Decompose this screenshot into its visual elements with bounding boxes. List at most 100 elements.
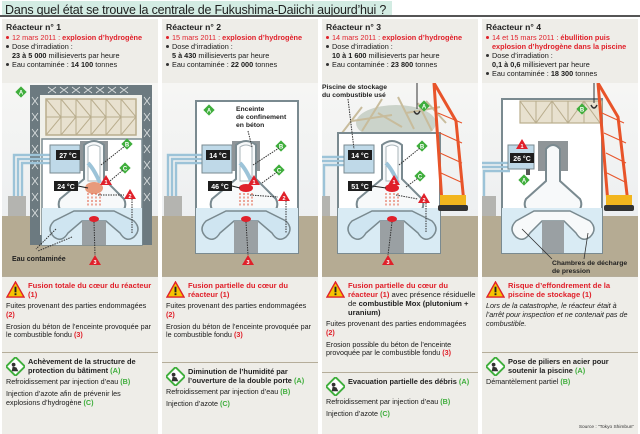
containment-vessel <box>523 144 583 214</box>
leak-lines <box>239 193 253 207</box>
reactor-title: Réacteur n° 3 <box>326 22 382 32</box>
action-headline: Pose de piliers en acier pour soutenir l… <box>486 357 636 376</box>
pedestal <box>380 221 404 253</box>
event-text: explosion d’hydrogène <box>382 33 463 42</box>
svg-text:en béton: en béton <box>236 122 264 129</box>
event-date: 15 mars 2011 : <box>172 33 221 42</box>
divider <box>322 276 478 277</box>
svg-text:B: B <box>420 145 425 151</box>
pedestal <box>542 221 564 253</box>
dose-line: Dose d’irradiation :23 à 5 000 millisiev… <box>6 42 156 60</box>
crane <box>413 83 468 211</box>
structure-lattice <box>31 86 151 218</box>
marker-1: 1 <box>100 175 112 186</box>
svg-text:2: 2 <box>128 194 131 200</box>
warning-icon <box>6 281 25 298</box>
water-line: Eau contaminée : 14 100 tonnes <box>6 60 156 69</box>
actions-section: Evacuation partielle des débris (A) Refr… <box>326 377 476 419</box>
pool-temp: 26 °C <box>513 155 531 163</box>
worker-icon <box>6 357 25 376</box>
reactor-4-diagram: 26 °C 1 A B Chambres de décharge de pres… <box>482 83 638 276</box>
dose-line: Dose d’irradiation :0,1 à 0,6 millisieve… <box>486 51 636 69</box>
event-text: explosion d’hydrogène <box>222 33 303 42</box>
leak-lines <box>87 193 101 207</box>
svg-text:B: B <box>279 145 284 151</box>
svg-text:C: C <box>418 175 423 181</box>
suppression-chamber <box>347 210 437 240</box>
marker-1: 1 <box>516 139 528 150</box>
leak-lines <box>385 193 399 207</box>
action-headline: Evacuation partielle des débris (A) <box>326 377 476 396</box>
status-headline: Risque d’effondrement de la piscine de s… <box>486 281 636 299</box>
action-item: Injection d’azote afin de prévenir les e… <box>6 388 121 407</box>
dose-label: Dose d’irradiation : <box>12 42 73 51</box>
action-item: Démantèlement partiel (B) <box>486 377 571 386</box>
reactor-1-illustration: 27 °C 24 °C A B C 1 2 3 Eau contaminée <box>2 83 158 276</box>
reactor-core <box>85 182 103 194</box>
reactor-1-panel: Réacteur n° 1 12 mars 2011 : explosion d… <box>2 19 158 434</box>
divider <box>162 362 318 363</box>
worker-icon <box>166 367 185 386</box>
water-value: 18 300 <box>550 69 574 78</box>
status-item: Fuites provenant des parties endommagées… <box>6 301 147 319</box>
core-temp: 46 °C <box>211 183 229 191</box>
reactor-2-illustration: Enceinte de confinement en béton 14 °C 4… <box>162 83 318 276</box>
label-pressure-chambers: Chambres de décharge <box>552 260 627 267</box>
core-temp-badge <box>208 181 232 191</box>
marker-2: 2 <box>418 193 430 204</box>
status-section: Fusion totale du cœur du réacteur (1) Fu… <box>6 281 156 340</box>
divider <box>482 276 638 277</box>
event-text: ébullition puis explosion d’hydrogène da… <box>492 33 627 51</box>
water-label: Eau contaminée : <box>12 60 69 69</box>
suppression-chamber <box>511 210 595 240</box>
pool-temp: 14 °C <box>209 152 227 160</box>
dose-line: Dose d’irradiation :10 à 1 600 millisiev… <box>326 42 476 60</box>
action-item: Refroidissement par injection d’eau (B) <box>326 397 451 406</box>
dose-value: 10 à 1 600 <box>332 51 367 60</box>
reactor-info: Réacteur n° 2 15 mars 2011 : explosion d… <box>166 22 316 69</box>
marker-3: 3 <box>89 255 101 266</box>
molten-fuel <box>387 216 397 222</box>
dose-unit: millisieverts par heure <box>368 51 440 60</box>
core-temp: 24 °C <box>57 183 75 191</box>
svg-text:de pression: de pression <box>552 268 590 275</box>
action-item: Injection d’azote (C) <box>166 398 230 408</box>
water-unit: tonnes <box>255 60 278 69</box>
pool-support <box>526 169 530 175</box>
water-line: Eau contaminée : 18 300 tonnes <box>486 69 636 78</box>
crane <box>590 83 634 211</box>
divider <box>482 352 638 353</box>
action-item: Refroidissement par injection d’eau (B) <box>6 377 131 386</box>
core-temp-badge <box>54 181 78 191</box>
divider <box>162 276 318 277</box>
reactor-3-panel: Réacteur n° 3 14 mars 2011 : explosion d… <box>322 19 478 434</box>
reactor-core <box>385 184 399 192</box>
pool-temp-badge <box>56 150 80 160</box>
water-label: Eau contaminée : <box>332 60 389 69</box>
worker-icon <box>486 357 505 376</box>
water-unit: tonnes <box>415 60 438 69</box>
source-credit: Source : “Tokyo Shimbun” <box>578 425 634 430</box>
marker-3: 3 <box>242 255 254 266</box>
dose-value: 5 à 430 <box>172 51 197 60</box>
pump-unit <box>322 196 330 216</box>
status-note: Lors de la catastrophe, le réacteur étai… <box>486 301 628 328</box>
dose-unit: millisievert par heure <box>522 60 590 69</box>
marker-3: 3 <box>382 255 394 266</box>
status-item: Fuites provenant des parties endommagées… <box>166 301 307 319</box>
warning-icon <box>326 281 345 298</box>
crane-hook <box>413 110 421 115</box>
status-headline: Fusion partielle du cœur du réacteur (1)… <box>326 281 476 317</box>
label-containment: Enceinte <box>236 106 265 113</box>
pedestal <box>234 221 258 253</box>
page-title: Dans quel état se trouve la centrale de … <box>5 3 387 17</box>
water-unit: tonnes <box>575 69 598 78</box>
svg-text:C: C <box>123 167 128 173</box>
reactor-title: Réacteur n° 4 <box>486 22 542 32</box>
water-unit: tonnes <box>95 60 118 69</box>
label-spent-fuel-pool: Piscine de stockage <box>322 84 387 91</box>
reactor-core <box>239 184 253 192</box>
water-label: Eau contaminée : <box>172 60 229 69</box>
svg-text:3: 3 <box>93 260 96 266</box>
dose-label: Dose d’irradiation : <box>332 42 393 51</box>
